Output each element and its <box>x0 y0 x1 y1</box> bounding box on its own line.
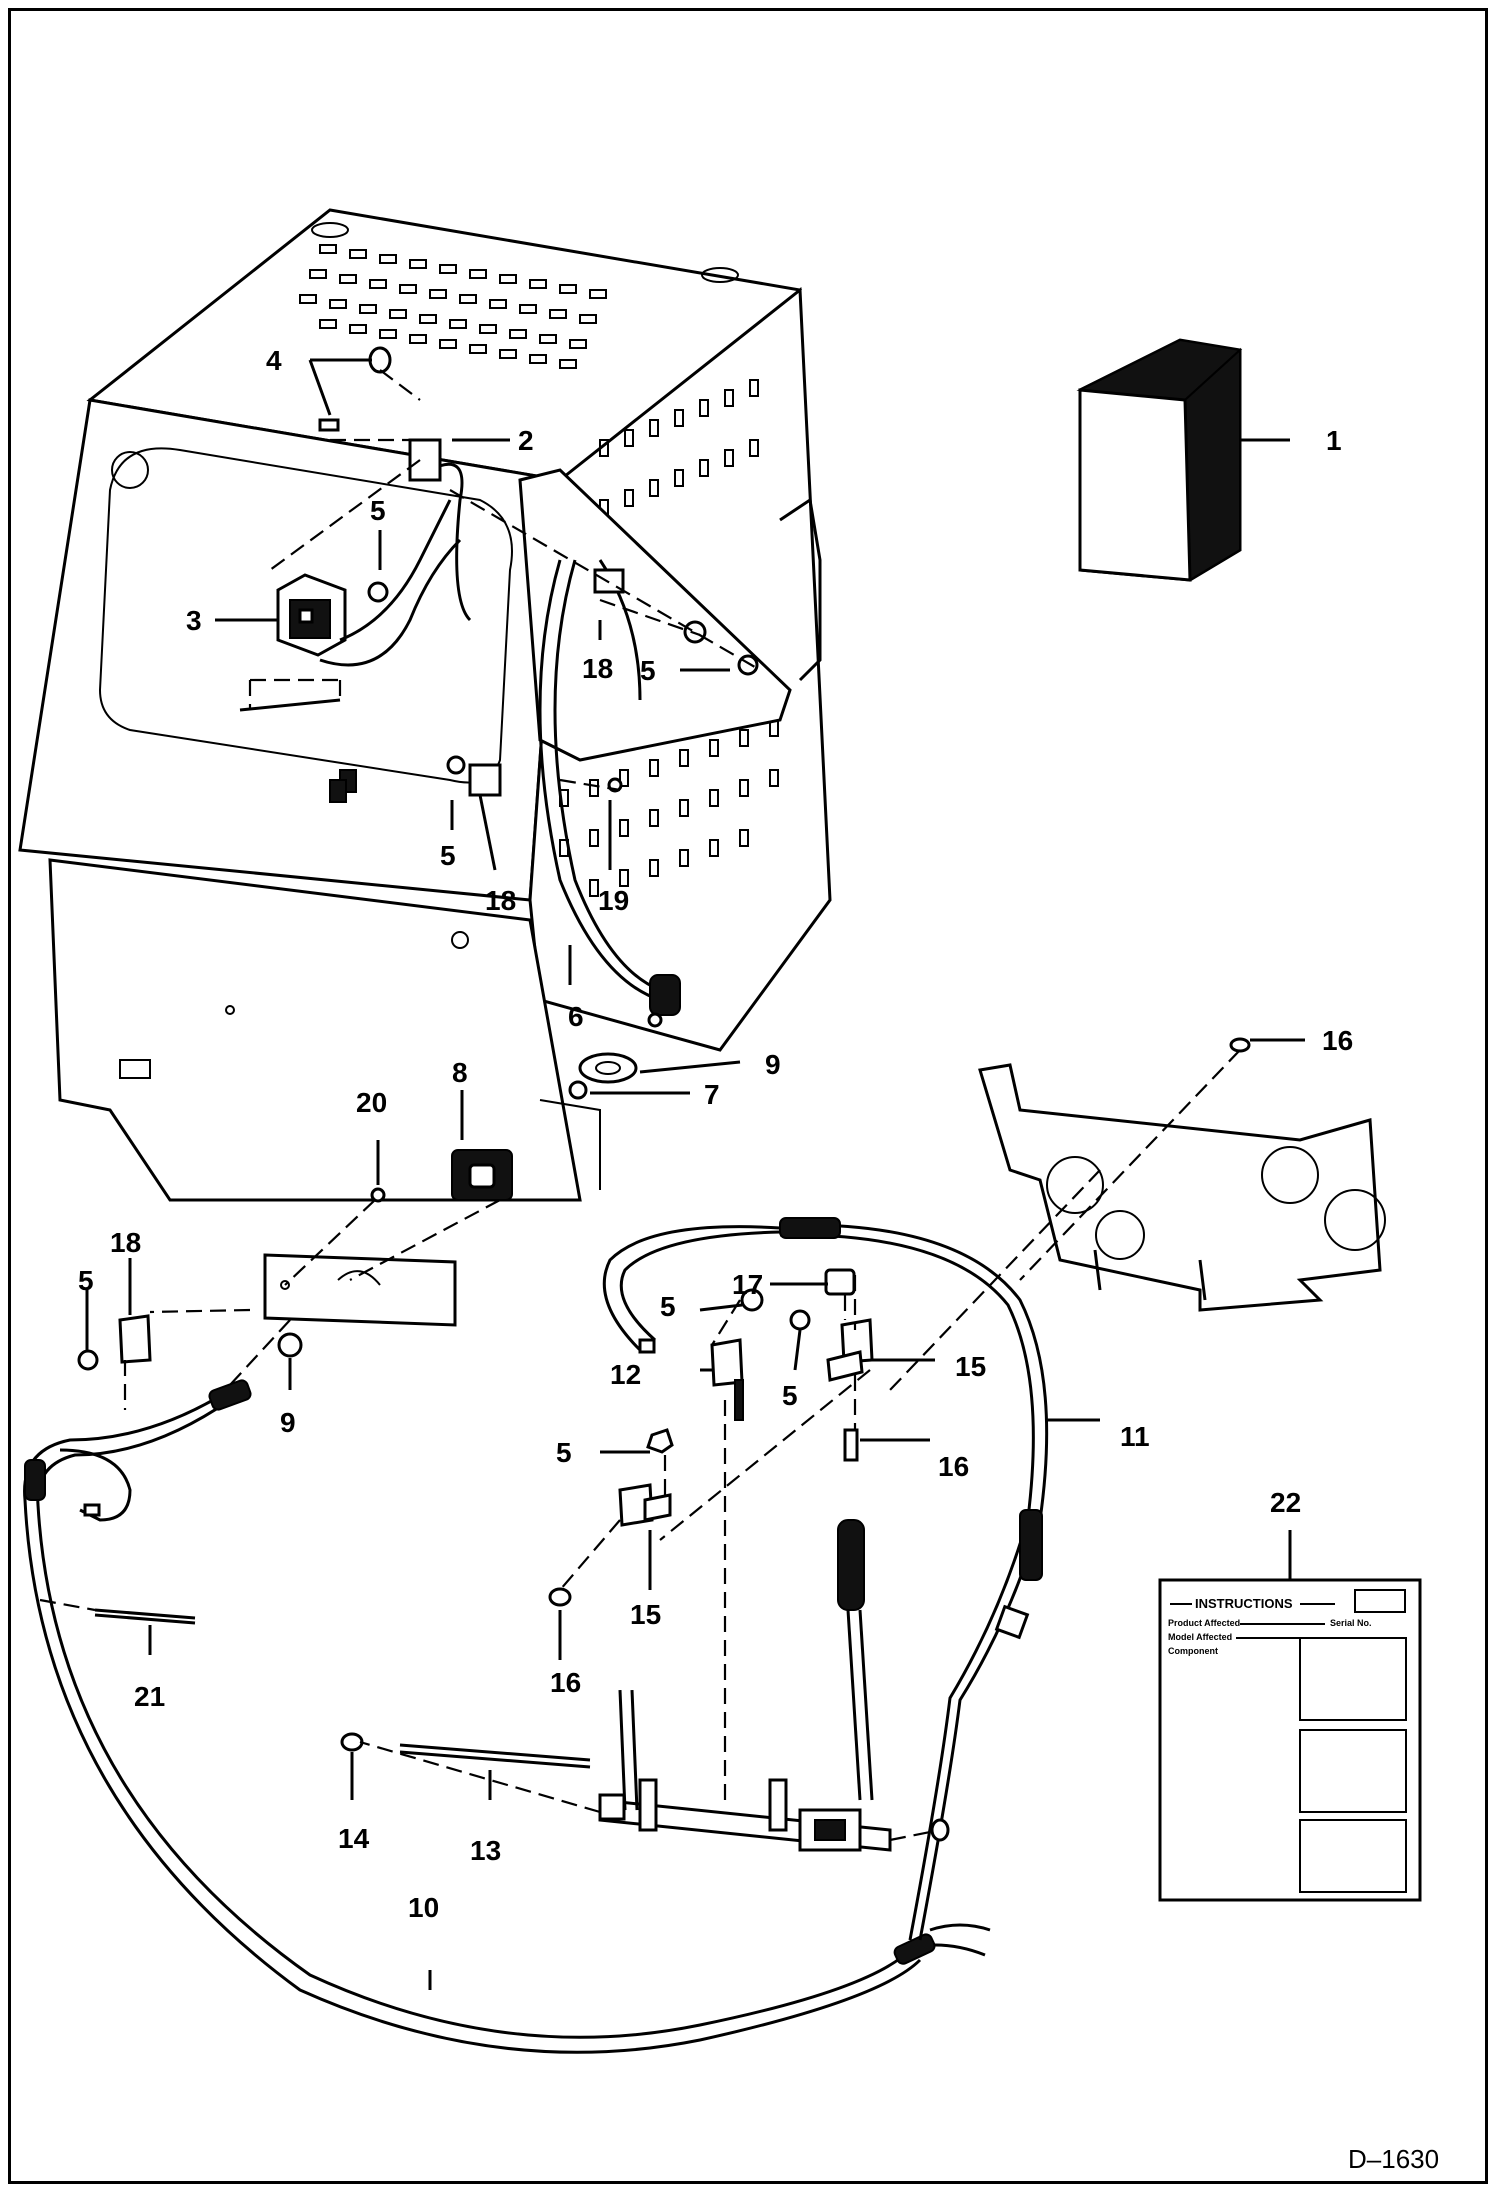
callout-16c: 16 <box>550 1667 581 1698</box>
instructions-model-line: Model Affected <box>1168 1632 1232 1642</box>
callout-5e: 5 <box>660 1291 676 1322</box>
right-bracket-panel <box>889 1037 1386 1391</box>
callout-5g: 5 <box>556 1437 572 1468</box>
callout-3: 3 <box>186 605 202 636</box>
callouts: 1 2 3 4 5 5 5 5 5 5 5 6 7 8 9 9 10 11 12… <box>78 345 1353 1923</box>
callout-7: 7 <box>704 1079 720 1110</box>
part-8-grommet <box>451 1090 513 1201</box>
callout-9b: 9 <box>280 1407 296 1438</box>
part-3-module <box>215 573 347 657</box>
callout-leaders <box>85 358 1305 1990</box>
callout-9a: 9 <box>765 1049 781 1080</box>
instructions-component-line: Component <box>1168 1646 1218 1656</box>
part-22-instructions-sheet: INSTRUCTIONS Product Affected Serial No.… <box>1158 1530 1422 1902</box>
callout-15b: 15 <box>630 1599 661 1630</box>
cab-leader-dashes <box>248 369 761 792</box>
roof-grille <box>299 244 607 369</box>
callout-18b: 18 <box>485 885 516 916</box>
instructions-title: INSTRUCTIONS <box>1195 1596 1293 1611</box>
callout-5f: 5 <box>782 1380 798 1411</box>
callout-16a: 16 <box>1322 1025 1353 1056</box>
callout-12: 12 <box>610 1359 641 1390</box>
callout-5d: 5 <box>78 1265 94 1296</box>
instructions-product-line: Product Affected <box>1168 1618 1240 1628</box>
callout-2: 2 <box>518 425 534 456</box>
callout-8: 8 <box>452 1057 468 1088</box>
callout-4: 4 <box>266 345 282 376</box>
callout-20: 20 <box>356 1087 387 1118</box>
side-grille <box>559 379 779 897</box>
callout-22: 22 <box>1270 1487 1301 1518</box>
instructions-serial-line: Serial No. <box>1330 1618 1372 1628</box>
callout-5b: 5 <box>640 655 656 686</box>
callout-1: 1 <box>1326 425 1342 456</box>
callout-21: 21 <box>134 1681 165 1712</box>
drawing-id: D–1630 <box>1348 2144 1439 2174</box>
mounting-plate <box>149 1187 501 1327</box>
callout-5a: 5 <box>370 495 386 526</box>
callout-14: 14 <box>338 1823 370 1854</box>
part-21-tie-strap <box>39 1598 196 1625</box>
left-bracket-hardware <box>77 1314 303 1410</box>
lever-assembly <box>340 1268 950 1852</box>
part-1-box <box>1076 338 1290 582</box>
cab-body <box>18 208 832 1202</box>
callout-17: 17 <box>732 1269 763 1300</box>
callout-6: 6 <box>568 1001 584 1032</box>
cable-10 <box>23 1379 991 2054</box>
callout-18a: 18 <box>582 653 613 684</box>
callout-19: 19 <box>598 885 629 916</box>
callout-13: 13 <box>470 1835 501 1866</box>
callout-18c: 18 <box>110 1227 141 1258</box>
callout-11: 11 <box>1120 1421 1150 1452</box>
cable-11 <box>602 1217 1049 1941</box>
callout-5c: 5 <box>440 840 456 871</box>
callout-15a: 15 <box>955 1351 986 1382</box>
cab-harness <box>239 462 681 1028</box>
callout-10: 10 <box>408 1892 439 1923</box>
diagram-frame <box>8 8 1488 2184</box>
callout-16b: 16 <box>938 1451 969 1482</box>
cab-hardware <box>318 346 759 1100</box>
